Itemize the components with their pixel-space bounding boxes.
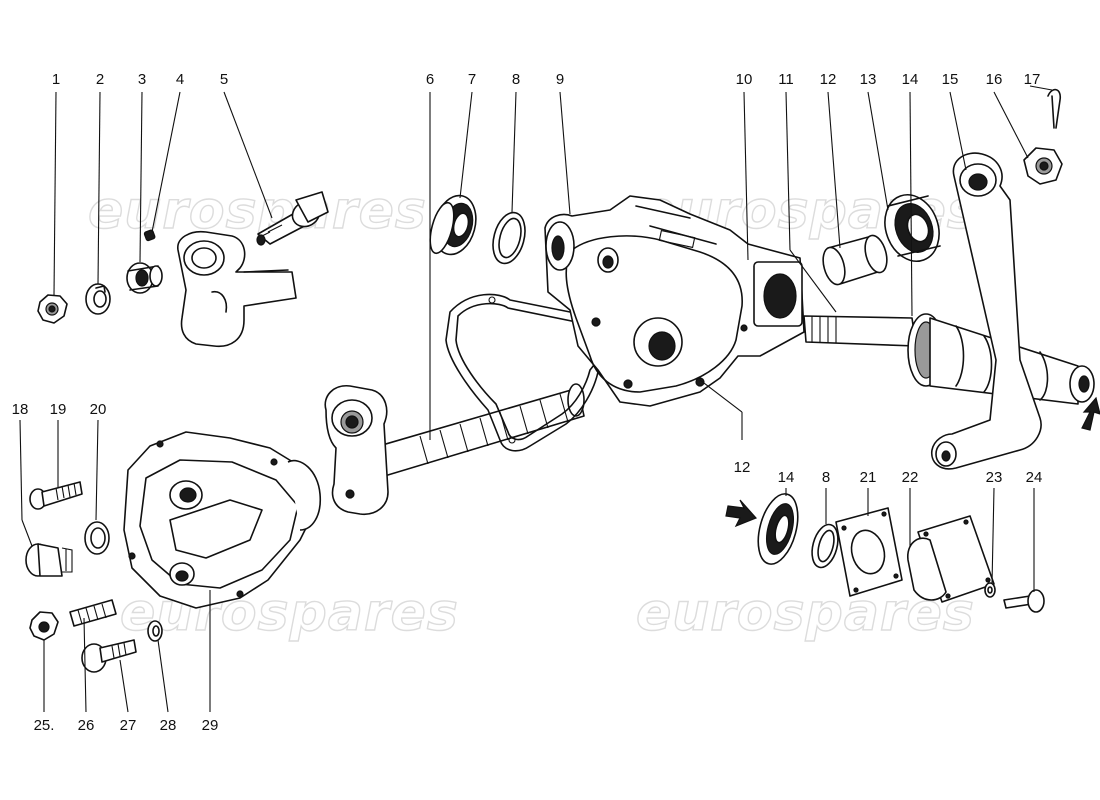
part-grub-screw [143,229,156,242]
callout-1: 1 [52,71,60,88]
part-cover-gasket [835,507,903,597]
callout-23: 23 [986,469,1003,486]
callout-24: 24 [1026,469,1043,486]
callout-2: 2 [96,71,104,88]
part-roller-bush [822,234,888,286]
callout-21: 21 [860,469,877,486]
callout-numbers: 1 2 3 4 5 6 7 8 9 10 11 12 13 14 15 16 1… [12,71,1043,734]
part-tab-washer [85,283,111,315]
callout-20: 20 [90,401,107,418]
part-steering-box-housing [544,195,805,407]
callout-8-lower: 8 [822,469,830,486]
callout-8: 8 [512,71,520,88]
callout-19: 19 [50,401,67,418]
callout-16: 16 [986,71,1003,88]
callout-27: 27 [120,717,137,734]
callout-12-lower: 12 [734,459,751,476]
direction-arrow [1081,396,1100,431]
part-bolt-27 [81,639,137,673]
watermarks: eurospares eurospares eurospares eurospa… [87,180,978,643]
callout-11: 11 [778,71,794,88]
callout-6: 6 [426,71,434,88]
callout-9: 9 [556,71,564,88]
part-spring-washer [147,620,163,642]
callout-12: 12 [820,71,837,88]
part-bushing [126,262,163,294]
callout-14-lower: 14 [778,469,795,486]
part-adjusting-bolt [256,191,329,246]
leader-lines [19,85,1053,713]
part-split-pin [1047,88,1062,129]
callout-25: 25. [34,717,55,734]
callout-7: 7 [468,71,476,88]
callout-14: 14 [902,71,919,88]
callout-15: 15 [942,71,959,88]
part-worm-shaft [803,313,1095,405]
part-taper-bearing [884,194,941,262]
callout-13: 13 [860,71,877,88]
parts [25,88,1100,673]
part-seal-ring-lower [811,523,839,569]
watermark-3: eurospares [120,583,459,643]
watermark-1: eurospares [88,181,427,241]
part-oil-seal [725,493,799,565]
callout-5: 5 [220,71,228,88]
part-rocker-arm [177,230,297,348]
part-nut-25 [29,611,59,641]
part-ball-bearing [429,194,477,256]
callout-28: 28 [160,717,177,734]
part-pitman-arm [931,152,1042,470]
part-side-cover [123,431,322,609]
callout-4: 4 [176,71,184,88]
part-small-washer [984,582,996,598]
part-hex-nut [37,294,68,324]
part-bolt-24 [1003,589,1045,613]
part-seal-ring [492,211,526,265]
part-bolt-short [29,481,83,510]
part-sector-shaft [324,383,585,516]
callout-18: 18 [12,401,29,418]
part-stud [69,599,117,627]
part-filler-plug [25,543,73,577]
callout-10: 10 [736,71,753,88]
callout-29: 29 [202,717,219,734]
callout-17: 17 [1024,71,1041,88]
callout-3: 3 [138,71,146,88]
callout-22: 22 [902,469,919,486]
part-end-cover [907,515,995,603]
part-castle-nut [1023,147,1063,185]
callout-26: 26 [78,717,95,734]
part-washer-20 [84,521,110,555]
